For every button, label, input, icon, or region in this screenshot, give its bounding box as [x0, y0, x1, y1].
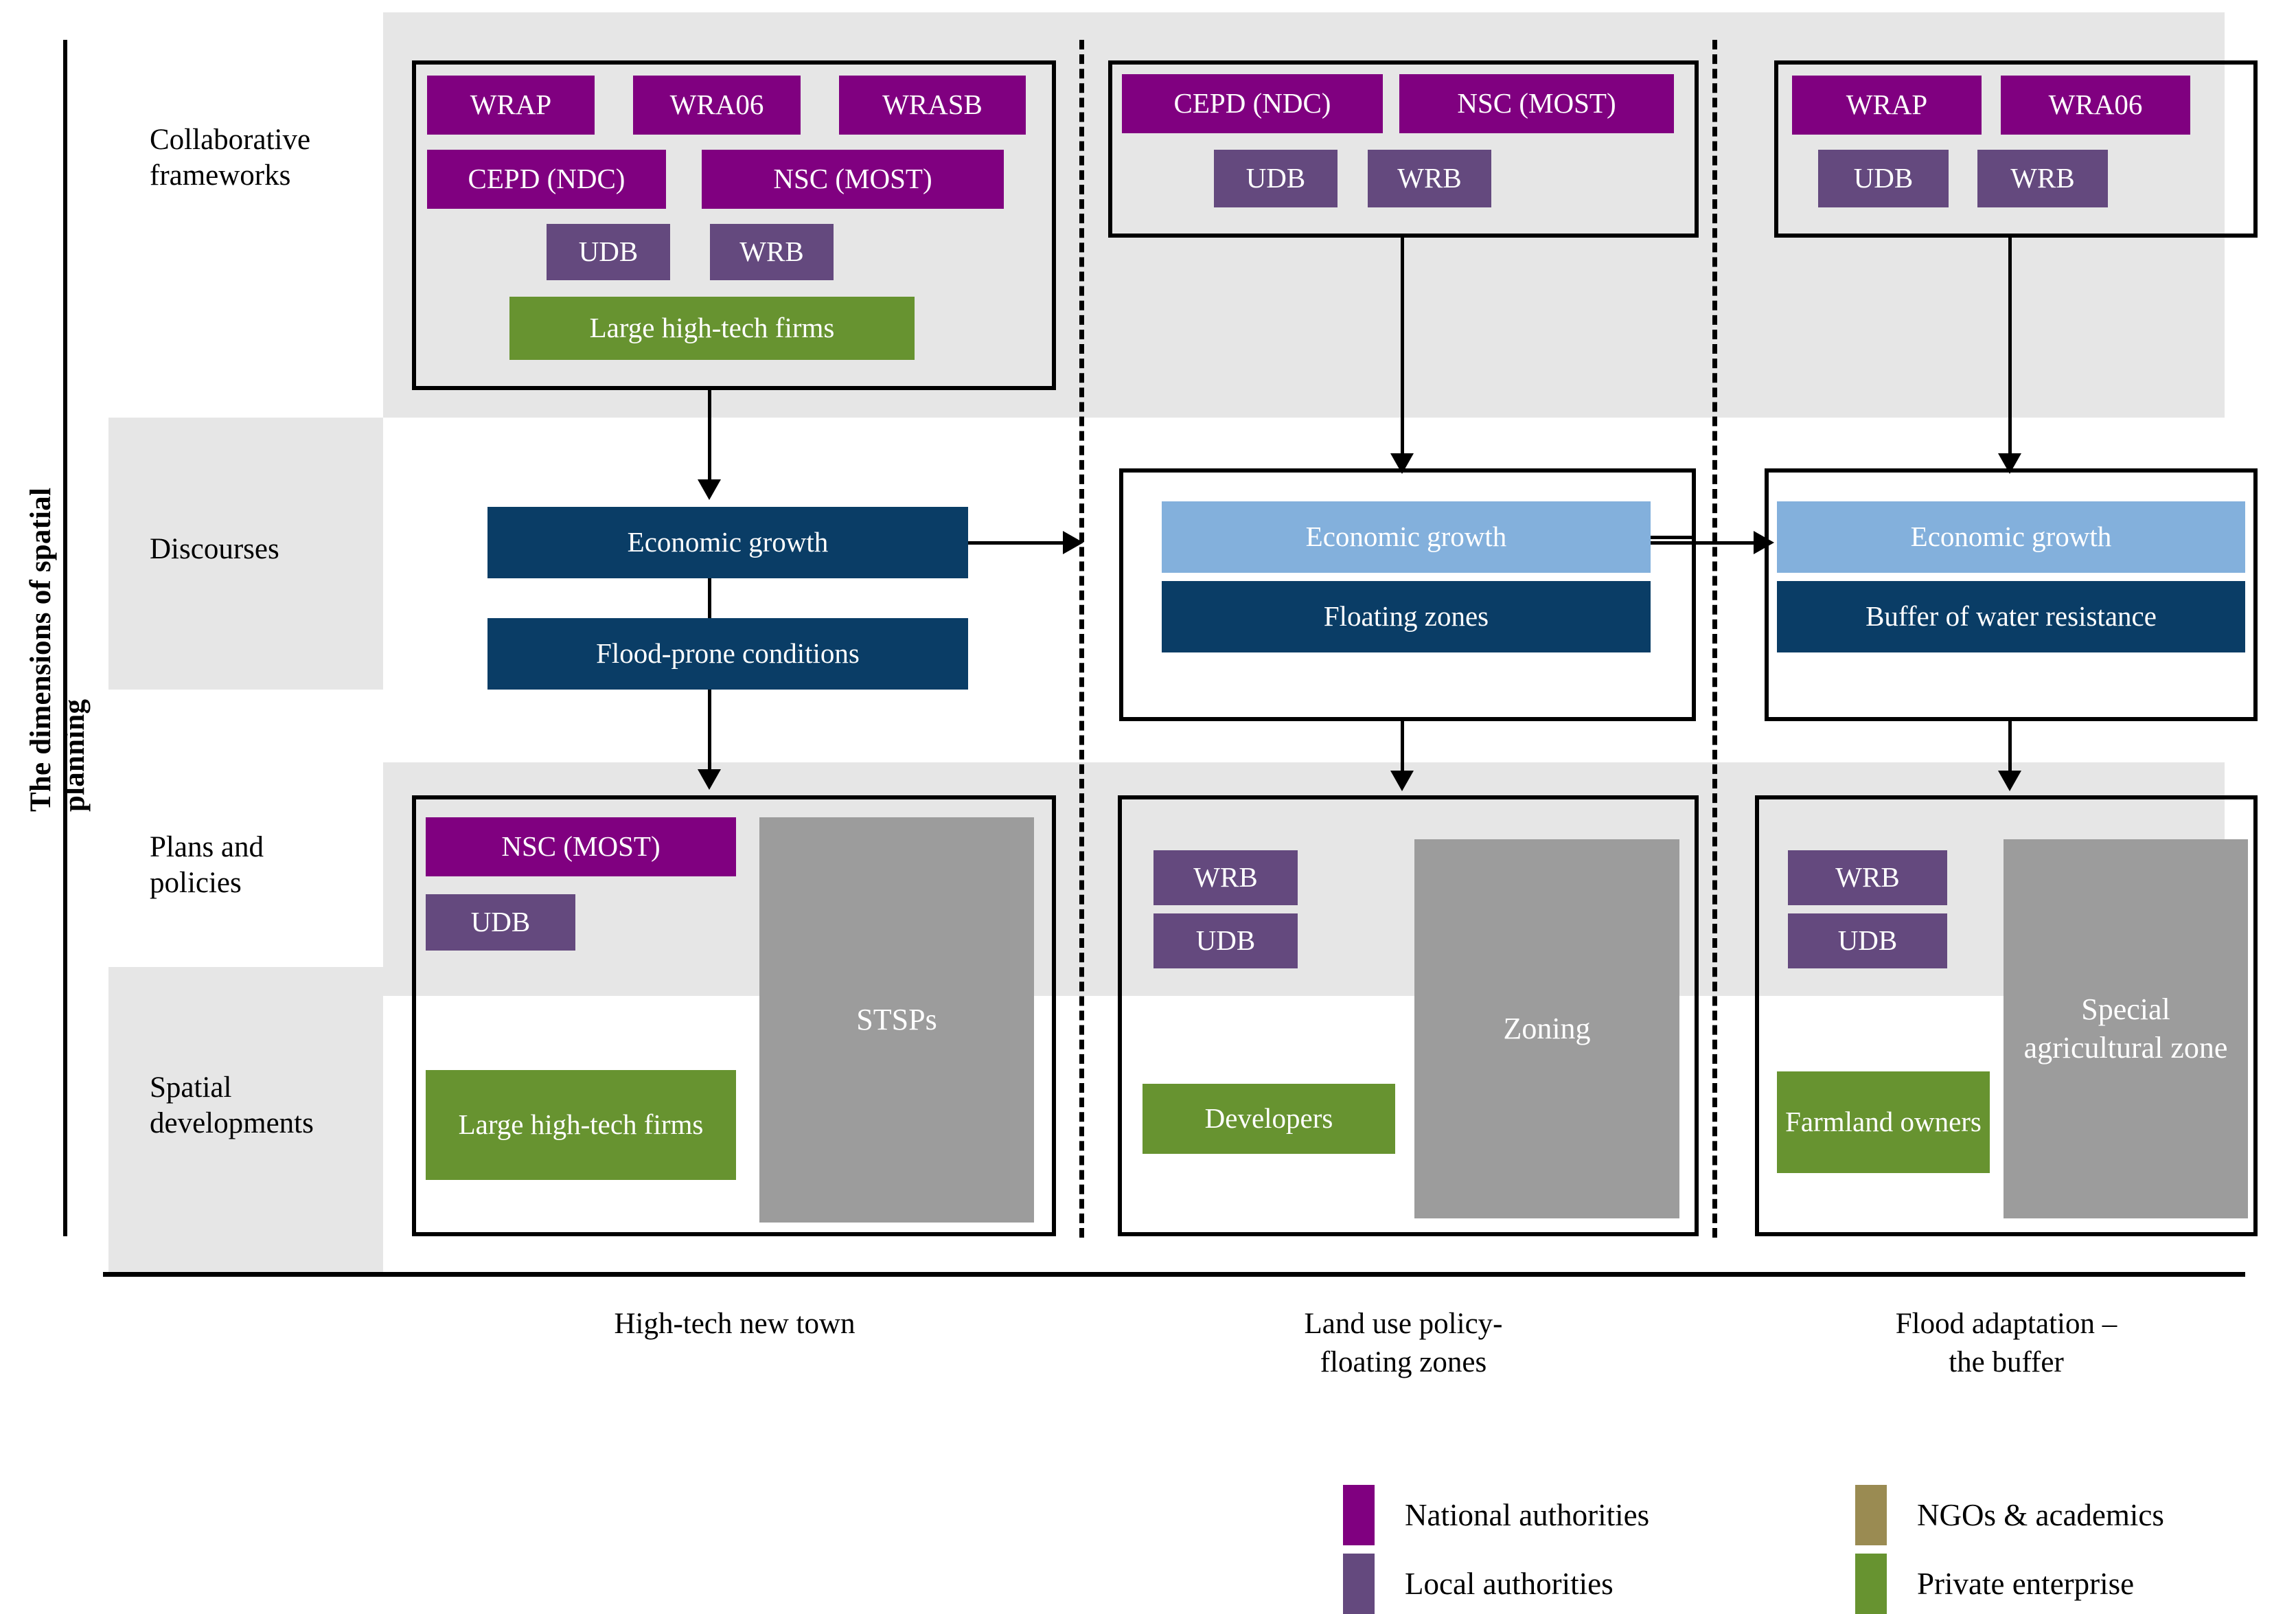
col1-framework-chip-cepd[interactable]: CEPD (NDC): [427, 150, 666, 209]
col2-discourse-floating-zones[interactable]: Floating zones: [1162, 581, 1651, 652]
col2-framework-chip-nsc[interactable]: NSC (MOST): [1399, 74, 1674, 133]
col1-arrow-frameworks-to-discourses-head: [698, 479, 721, 500]
col3-arrow-frameworks-to-discourses-line: [2008, 238, 2012, 460]
col2-framework-chip-wrb[interactable]: WRB: [1368, 150, 1491, 207]
col3-framework-chip-wra06[interactable]: WRA06: [2001, 76, 2190, 135]
col2-framework-chip-udb[interactable]: UDB: [1214, 150, 1338, 207]
discourse-arrow-col2-to-col3-span: [1651, 541, 1755, 545]
discourse-arrow-col1-to-col2-head: [1063, 531, 1083, 554]
legend-label-ngos-academics: NGOs & academics: [1917, 1498, 2164, 1532]
col2-arrow-discourses-to-plans-line: [1401, 721, 1404, 777]
col3-discourse-economic-growth[interactable]: Economic growth: [1777, 501, 2245, 573]
col1-arrow-frameworks-to-discourses-line: [708, 390, 711, 485]
col2-plan-chip-udb[interactable]: UDB: [1153, 913, 1298, 968]
col2-discourse-economic-growth[interactable]: Economic growth: [1162, 501, 1651, 573]
col3-spatial-chip-farmland-owners[interactable]: Farmland owners: [1777, 1071, 1990, 1173]
row-label-collaborative-frameworks: Collaborative frameworks: [150, 123, 311, 192]
discourse-arrow-col1-to-col2-line: [968, 541, 1064, 545]
col1-framework-chip-wrap[interactable]: WRAP: [427, 76, 595, 135]
legend-label-local-authorities: Local authorities: [1405, 1567, 1614, 1601]
column-caption-land-use-policy: Land use policy- floating zones: [1304, 1308, 1503, 1378]
col1-framework-chip-large-high-tech-firms[interactable]: Large high-tech firms: [509, 297, 915, 360]
row-label-plans-and-policies: Plans and policies: [150, 830, 264, 899]
col2-arrow-frameworks-to-discourses-line: [1401, 238, 1404, 460]
row-label-discourses: Discourses: [150, 532, 279, 565]
row-label-spatial-developments: Spatial developments: [150, 1071, 314, 1139]
row-band-discourses-label: [108, 418, 383, 690]
col1-discourse-connector: [708, 578, 711, 625]
col3-spatial-object-special-agricultural-zone[interactable]: Special agricultural zone: [2004, 839, 2248, 1218]
col3-arrow-discourses-to-plans-head: [1998, 771, 2021, 791]
col1-plan-chip-nsc[interactable]: NSC (MOST): [426, 817, 736, 876]
column-caption-flood-adaptation: Flood adaptation – the buffer: [1895, 1308, 2117, 1378]
col3-framework-chip-udb[interactable]: UDB: [1818, 150, 1949, 207]
col3-arrow-discourses-to-plans-line: [2008, 721, 2012, 777]
col3-frameworks-frame: [1774, 60, 2258, 238]
col1-plans-spatial-frame: [412, 795, 1056, 1236]
col3-discourses-frame: [1765, 468, 2258, 721]
col3-plan-chip-udb[interactable]: UDB: [1788, 913, 1947, 968]
legend-swatch-local-authorities: [1343, 1554, 1375, 1614]
col3-plan-chip-wrb[interactable]: WRB: [1788, 850, 1947, 905]
column-separator-1: [1079, 40, 1084, 1238]
col2-framework-chip-cepd[interactable]: CEPD (NDC): [1122, 74, 1383, 133]
col1-framework-chip-wrb[interactable]: WRB: [710, 224, 834, 280]
col2-plan-chip-wrb[interactable]: WRB: [1153, 850, 1298, 905]
col1-frameworks-frame: [412, 60, 1056, 390]
col2-spatial-chip-developers[interactable]: Developers: [1143, 1084, 1395, 1154]
col2-plans-spatial-frame: [1118, 795, 1699, 1236]
legend-swatch-ngos-academics: [1855, 1485, 1887, 1545]
col2-frameworks-frame: [1108, 60, 1699, 238]
col2-discourses-frame: [1119, 468, 1696, 721]
col1-spatial-chip-large-high-tech-firms[interactable]: Large high-tech firms: [426, 1070, 736, 1180]
col2-arrow-discourses-to-plans-head: [1390, 771, 1414, 791]
col1-arrow-discourses-to-plans-head: [698, 769, 721, 790]
col1-discourse-economic-growth[interactable]: Economic growth: [487, 507, 968, 578]
col1-spatial-object-stsps[interactable]: STSPs: [759, 817, 1034, 1223]
row-band-spatial-label: [108, 967, 383, 1272]
col1-framework-chip-wrasb[interactable]: WRASB: [839, 76, 1026, 135]
legend-swatch-private-enterprise: [1855, 1554, 1887, 1614]
legend-label-private-enterprise: Private enterprise: [1917, 1567, 2135, 1601]
col3-discourse-buffer-of-water-resistance[interactable]: Buffer of water resistance: [1777, 581, 2245, 652]
column-separator-2: [1712, 40, 1717, 1238]
vertical-axis-label: The dimensions of spatial planning: [25, 487, 91, 812]
col1-framework-chip-udb[interactable]: UDB: [547, 224, 670, 280]
col2-spatial-object-zoning[interactable]: Zoning: [1414, 839, 1679, 1218]
col3-plans-spatial-frame: [1755, 795, 2258, 1236]
col3-framework-chip-wrap[interactable]: WRAP: [1792, 76, 1982, 135]
legend-label-national-authorities: National authorities: [1405, 1498, 1650, 1532]
horizontal-axis-rule: [103, 1272, 2245, 1277]
col1-framework-chip-wra06[interactable]: WRA06: [633, 76, 801, 135]
col1-plan-chip-udb[interactable]: UDB: [426, 894, 575, 951]
discourse-arrow-col2-to-col3-line: [1651, 536, 1696, 539]
col1-arrow-discourses-to-plans-line: [708, 690, 711, 775]
column-caption-high-tech-new-town: High-tech new town: [614, 1308, 856, 1340]
discourse-arrow-col2-to-col3-head: [1754, 531, 1774, 554]
vertical-axis-rule: [63, 40, 67, 1236]
legend-swatch-national-authorities: [1343, 1485, 1375, 1545]
col1-discourse-flood-prone-conditions[interactable]: Flood-prone conditions: [487, 618, 968, 690]
col1-framework-chip-nsc[interactable]: NSC (MOST): [702, 150, 1004, 209]
col3-framework-chip-wrb[interactable]: WRB: [1977, 150, 2108, 207]
